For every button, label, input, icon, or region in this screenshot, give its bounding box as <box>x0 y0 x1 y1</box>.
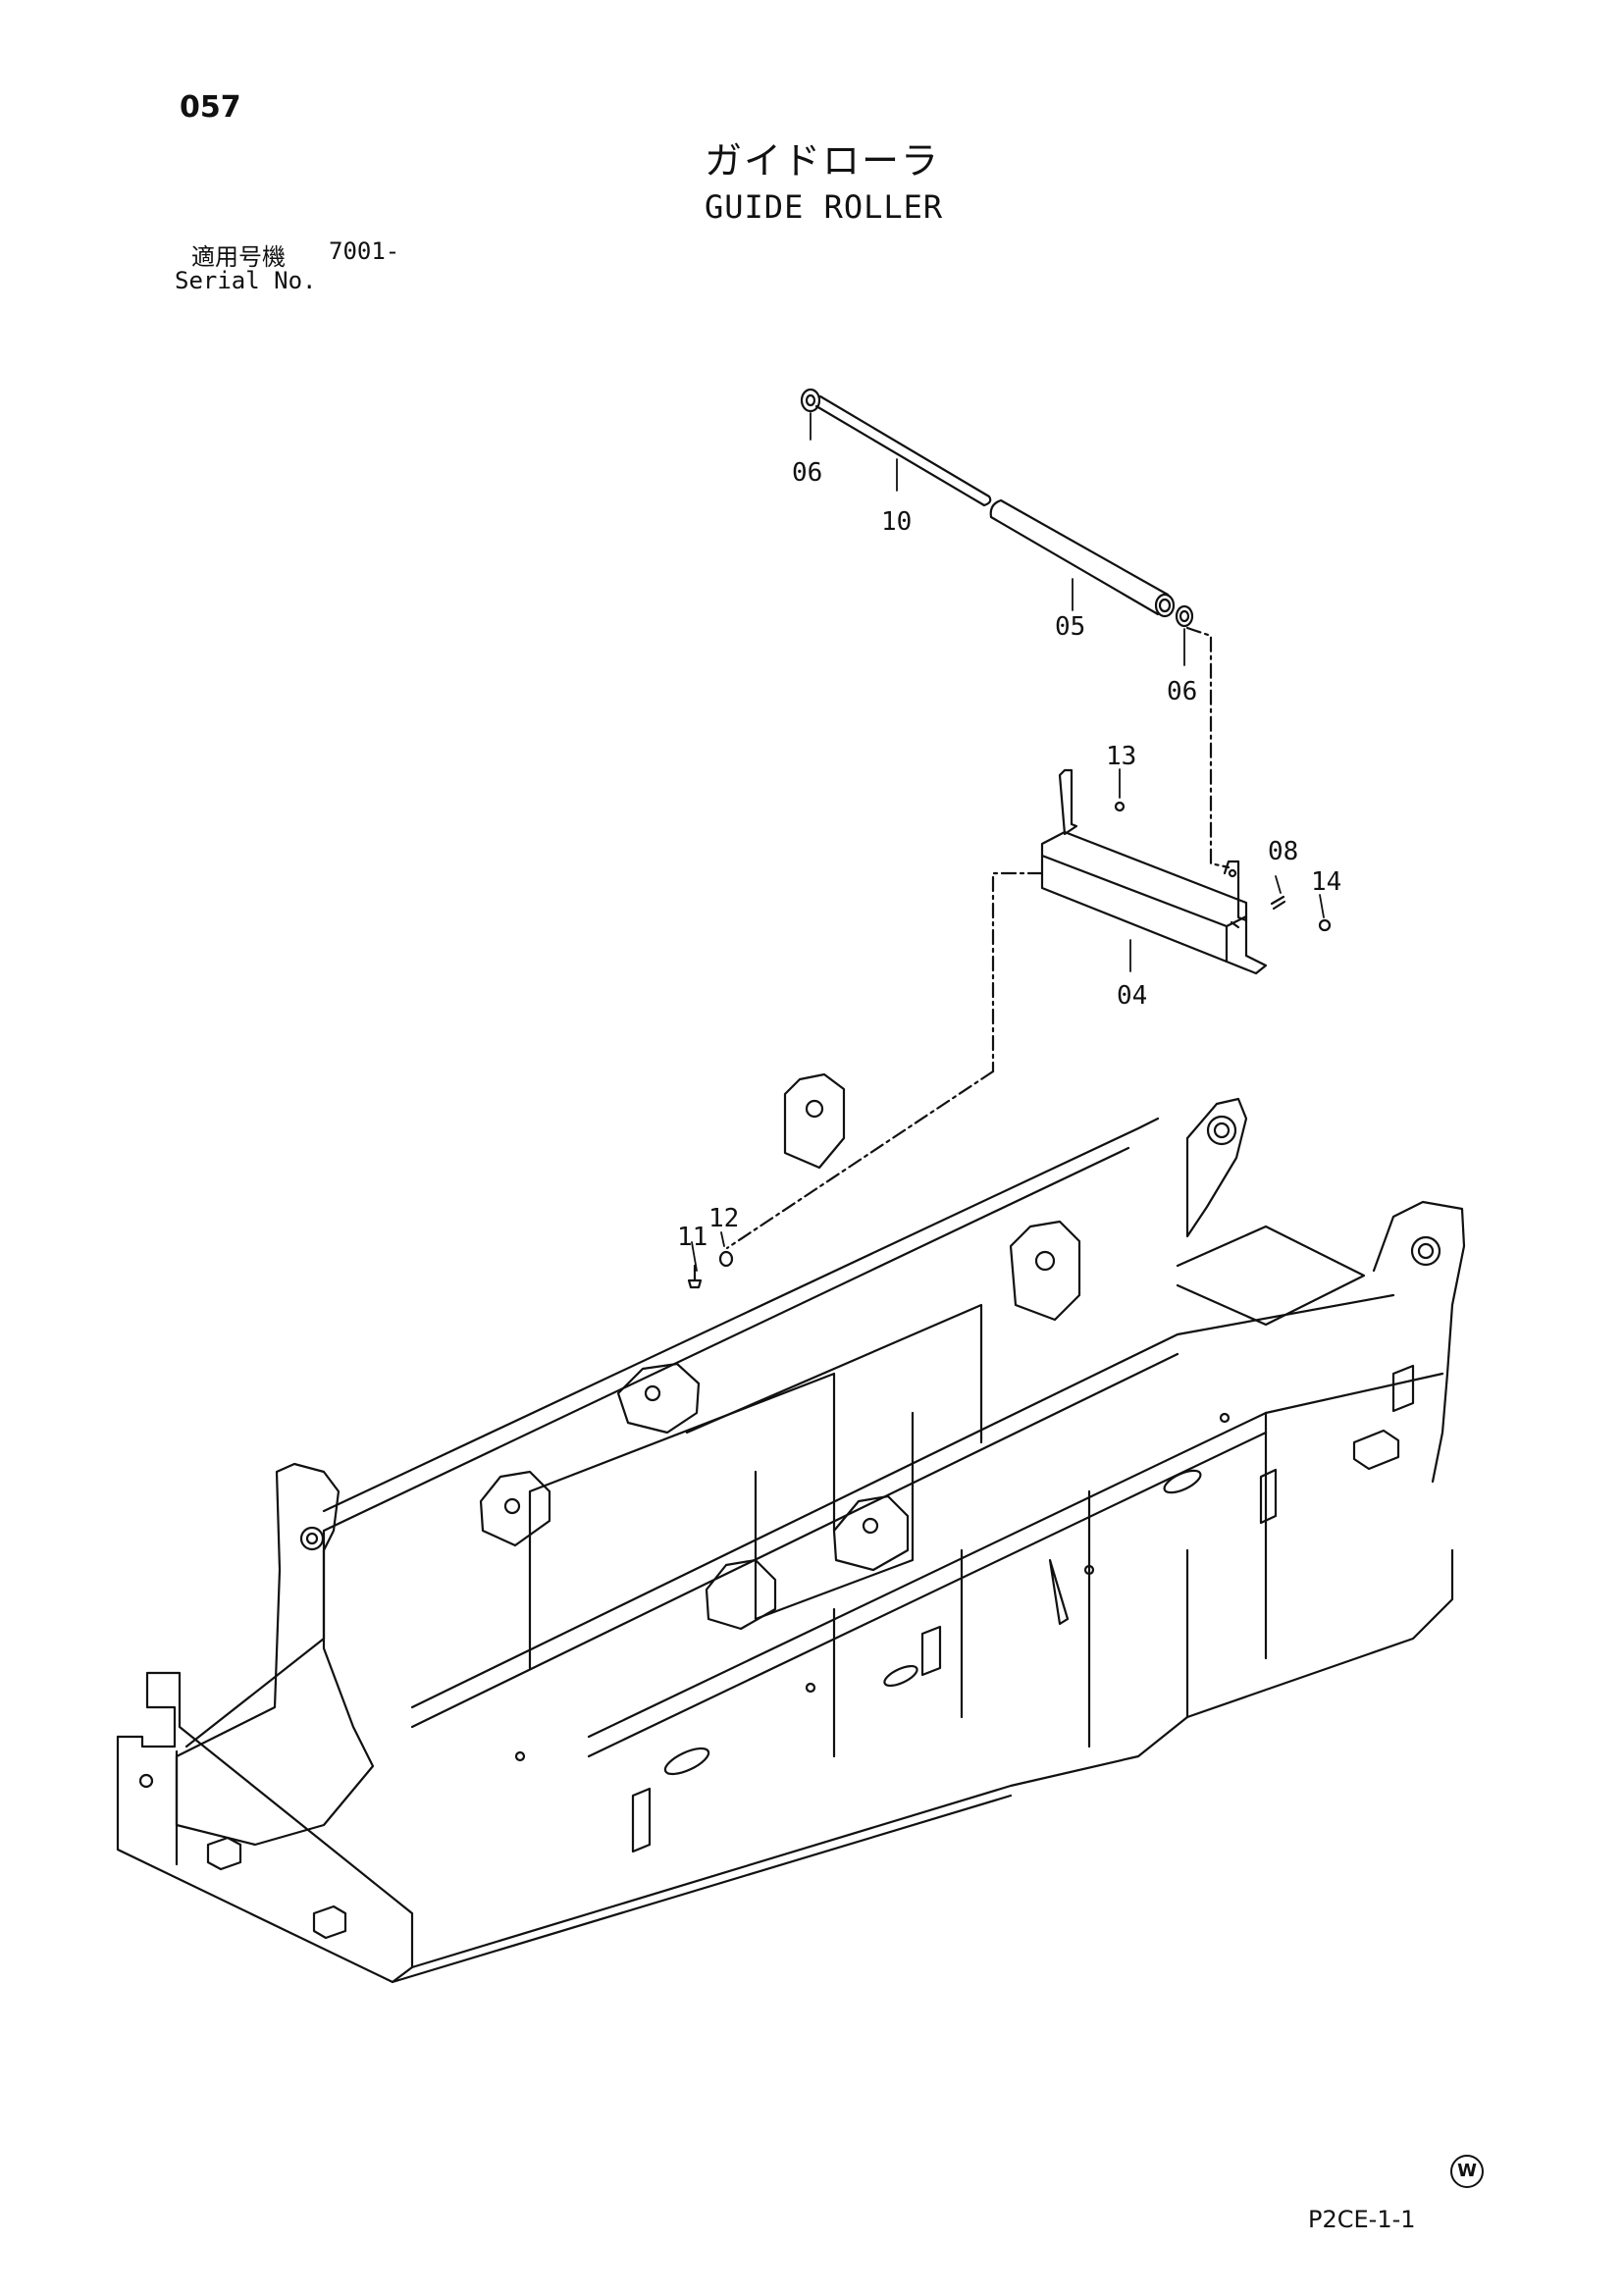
callout-11: 11 <box>677 1223 707 1252</box>
bolt-13 <box>1114 801 1126 812</box>
callout-06a: 06 <box>792 458 822 488</box>
fasteners-11-12 <box>687 1250 734 1289</box>
callout-05: 05 <box>1055 612 1085 642</box>
document-code: P2CE-1-1 <box>1308 2206 1416 2233</box>
bracket-04-right-ear <box>1223 860 1248 922</box>
title-english: GUIDE ROLLER <box>705 188 944 226</box>
serial-label-english: Serial No. <box>175 267 317 294</box>
callout-labels: 06 10 05 06 13 08 14 04 11 12 <box>677 458 1341 1252</box>
callout-10: 10 <box>881 507 912 537</box>
washer-06-left <box>800 388 821 413</box>
callout-04: 04 <box>1117 981 1147 1011</box>
callout-12: 12 <box>708 1204 739 1233</box>
roller-05 <box>989 498 1170 616</box>
page-number: 057 <box>180 90 241 125</box>
nut-14 <box>1318 918 1332 932</box>
serial-label-japanese: 適用号機 <box>191 243 286 271</box>
callout-14: 14 <box>1311 867 1341 897</box>
track-frame <box>116 1072 1466 1984</box>
guide-roller-assembly <box>725 388 1332 1250</box>
washer-06-right <box>1175 604 1194 628</box>
callout-leaders <box>691 412 1325 1272</box>
callout-13: 13 <box>1106 742 1136 771</box>
pin-08 <box>1270 895 1286 911</box>
callout-06b: 06 <box>1167 677 1197 706</box>
title-japanese: ガイドローラ <box>705 139 941 183</box>
serial-value: 7001- <box>329 237 400 265</box>
callout-08: 08 <box>1268 837 1298 866</box>
w-mark-icon: W <box>1450 2155 1484 2188</box>
bracket-04-left-ear <box>1058 768 1078 836</box>
bracket-04-top <box>1040 830 1248 928</box>
shaft-10 <box>814 394 992 507</box>
